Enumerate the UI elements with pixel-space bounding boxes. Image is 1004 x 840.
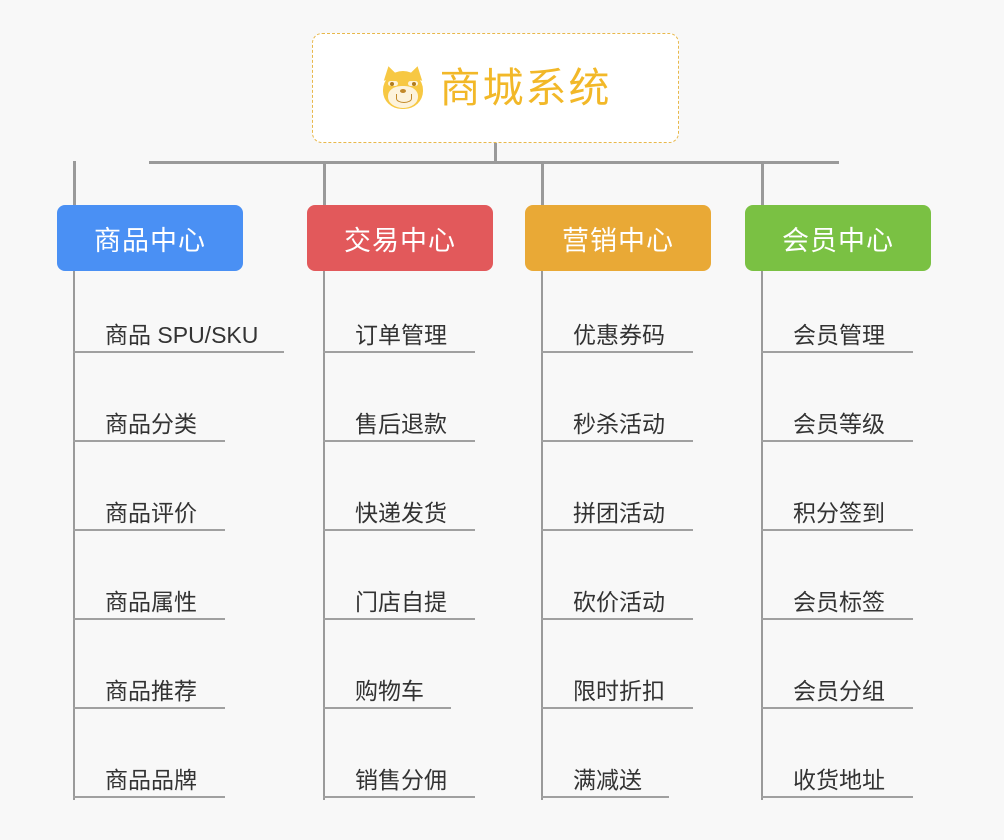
leaf-underline	[323, 618, 475, 620]
leaf-underline	[73, 351, 284, 353]
leaf-label: 限时折扣	[573, 678, 665, 704]
leaf-label: 商品属性	[105, 589, 197, 615]
leaf-label: 会员标签	[793, 589, 885, 615]
leaf-label: 优惠券码	[573, 322, 665, 348]
leaf-spine	[73, 271, 75, 800]
branch-label: 交易中心	[344, 225, 456, 256]
leaf-label: 商品 SPU/SKU	[105, 322, 259, 348]
leaf-underline	[761, 618, 913, 620]
leaf-underline	[761, 351, 913, 353]
leaf-underline	[323, 440, 475, 442]
leaf-underline	[73, 796, 225, 798]
leaf-label: 满减送	[573, 767, 642, 793]
leaf-label: 商品评价	[105, 500, 197, 526]
leaf-label: 快递发货	[355, 500, 447, 526]
leaf-underline	[73, 529, 225, 531]
leaf-underline	[323, 351, 475, 353]
branch-label: 营销中心	[562, 225, 674, 256]
leaf-underline	[761, 440, 913, 442]
branch-node-3[interactable]: 会员中心	[745, 205, 931, 271]
leaf-spine	[761, 271, 763, 800]
leaf-label: 订单管理	[355, 322, 447, 348]
leaf-underline	[73, 707, 225, 709]
leaf-underline	[73, 618, 225, 620]
leaf-underline	[541, 529, 693, 531]
connector-drop-1	[323, 161, 326, 205]
branch-node-1[interactable]: 交易中心	[307, 205, 493, 271]
leaf-label: 收货地址	[793, 767, 885, 793]
leaf-label: 购物车	[355, 678, 424, 704]
leaf-underline	[541, 796, 669, 798]
leaf-label: 秒杀活动	[573, 411, 665, 437]
connector-root-stem	[494, 143, 497, 163]
leaf-label: 会员等级	[793, 411, 885, 437]
connector-drop-3	[761, 161, 764, 205]
leaf-underline	[761, 796, 913, 798]
leaf-underline	[541, 618, 693, 620]
leaf-underline	[323, 529, 475, 531]
leaf-underline	[761, 707, 913, 709]
leaf-label: 拼团活动	[573, 500, 665, 526]
leaf-underline	[73, 440, 225, 442]
leaf-label: 商品品牌	[105, 767, 197, 793]
leaf-underline	[541, 351, 693, 353]
connector-drop-0	[73, 161, 76, 205]
leaf-spine	[541, 271, 543, 800]
leaf-underline	[761, 529, 913, 531]
leaf-label: 销售分佣	[355, 767, 447, 793]
leaf-underline	[323, 707, 451, 709]
connector-drop-2	[541, 161, 544, 205]
root-title: 商城系统	[439, 64, 612, 111]
leaf-label: 商品推荐	[105, 678, 197, 704]
branch-label: 商品中心	[94, 225, 206, 256]
branch-node-2[interactable]: 营销中心	[525, 205, 711, 271]
leaf-label: 会员管理	[793, 322, 885, 348]
leaf-label: 商品分类	[105, 411, 197, 437]
branch-node-0[interactable]: 商品中心	[57, 205, 243, 271]
shiba-dog-icon	[380, 64, 426, 111]
leaf-label: 会员分组	[793, 678, 885, 704]
leaf-label: 售后退款	[355, 411, 447, 437]
leaf-label: 积分签到	[793, 500, 885, 526]
leaf-label: 砍价活动	[573, 589, 665, 615]
leaf-underline	[541, 440, 693, 442]
leaf-label: 门店自提	[355, 589, 447, 615]
branch-label: 会员中心	[782, 225, 894, 256]
leaf-underline	[323, 796, 475, 798]
leaf-spine	[323, 271, 325, 800]
root-node[interactable]: 商城系统	[312, 33, 679, 143]
leaf-underline	[541, 707, 693, 709]
connector-horizontal-bar	[149, 161, 839, 164]
